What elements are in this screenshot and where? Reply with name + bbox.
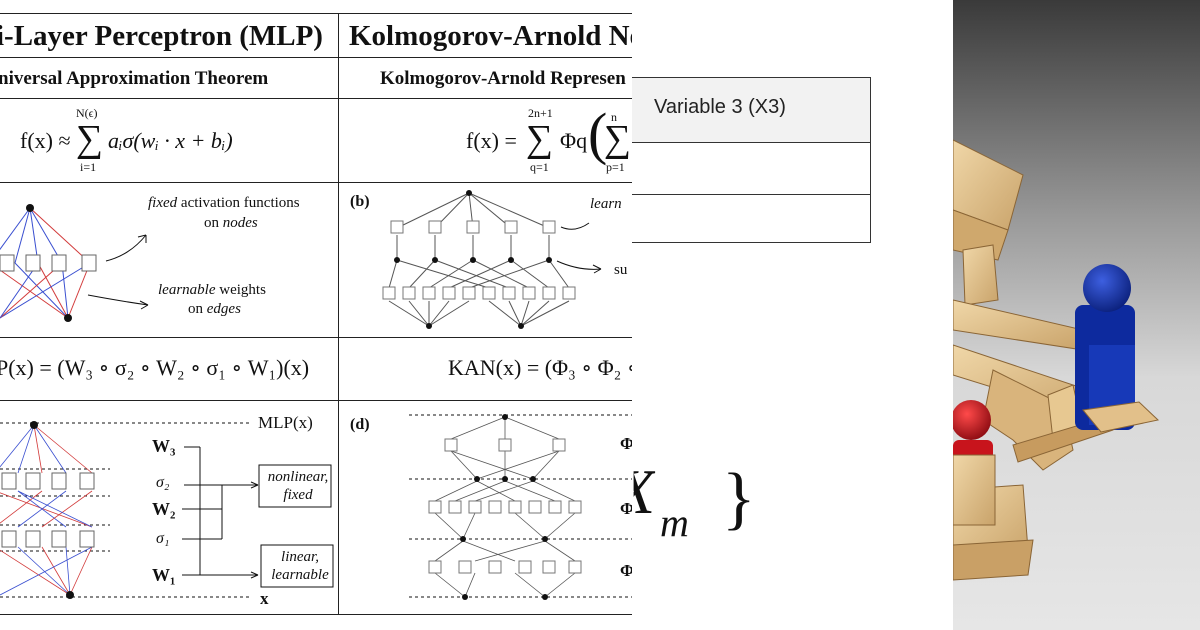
mlp-layer-label-w2: W₂ (152, 499, 176, 519)
mlp-box-linear-line2: learnable (271, 567, 329, 583)
kan-sum-outer-sign: ∑ (526, 118, 554, 160)
kan-sum-inner-sign: ∑ (604, 118, 632, 160)
red-figure-head (953, 400, 991, 440)
kan-column-title: Kolmogorov-Arnold Ne (349, 20, 632, 52)
mlp-box-nonlinear-line2: fixed (283, 487, 313, 503)
kan-composition-formula: KAN(x) = (Φ₃ ∘ Φ₂ ∘ (448, 355, 632, 380)
table-rule (0, 337, 632, 338)
wooden-toy-photo (953, 0, 1200, 630)
table-rule (0, 182, 632, 183)
mlp-kan-comparison-table: i-Layer Perceptron (MLP) Kolmogorov-Arno… (0, 13, 632, 615)
table-rule (0, 57, 632, 58)
variable-table-header: Variable 3 (X3) (632, 78, 870, 143)
mlp-column-title: i-Layer Perceptron (MLP) (0, 20, 323, 52)
kan-sum-outer-upper: 2n+1 (528, 106, 553, 120)
math-closing-brace: } (722, 460, 756, 537)
variable-table: Variable 3 (X3) (632, 77, 871, 243)
kan-layer-label-phi1: Φ (620, 561, 632, 580)
kan-sum-inner-lower: p=1 (606, 160, 625, 174)
kan-layer-label-phi3: Φ (620, 434, 632, 453)
mlp-layer-label-sigma1: σ₁ (156, 530, 170, 547)
table-rule (0, 400, 632, 401)
mlp-sum-sign: ∑ (76, 118, 104, 160)
math-fragment: X m } (626, 455, 776, 565)
math-symbol: X (616, 456, 656, 527)
mlp-box-nonlinear-line1: nonlinear, (267, 469, 329, 485)
wooden-toy-photo-image (953, 0, 1200, 630)
table-rule-bottom (0, 614, 632, 615)
kan-panel-b-label: (b) (350, 193, 370, 210)
mlp-theorem-name: niversal Approximation Theorem (0, 68, 269, 89)
mlp-formula-lhs: f(x) ≈ (20, 128, 71, 153)
mlp-annotation-edges: on edges (188, 301, 241, 317)
column-divider (338, 13, 339, 614)
mlp-composition-formula: P(x) = (W₃ ∘ σ₂ ∘ W₂ ∘ σ₁ ∘ W₁)(x) (0, 355, 310, 380)
mlp-layer-label-w1: W₁ (152, 565, 176, 585)
kan-formula-lhs: f(x) = (466, 128, 517, 153)
mlp-sum-upper: N(ϵ) (76, 106, 98, 120)
kan-panel-b-annotation-top: learn (590, 196, 622, 212)
mlp-deep-network-diagram (0, 421, 334, 599)
mlp-sum-lower: i=1 (80, 160, 97, 174)
kan-sum-outer-lower: q=1 (530, 160, 549, 174)
variable-table-header-label: Variable 3 (X3) (654, 96, 786, 118)
mlp-layer-label-sigma2: σ₂ (156, 474, 170, 491)
kan-panel-d-label: (d) (350, 416, 370, 433)
math-subscript: m (660, 500, 689, 545)
variable-table-row (632, 195, 870, 243)
kan-theorem-name: Kolmogorov-Arnold Represen (380, 68, 626, 89)
mlp-input-label: x (260, 589, 269, 608)
kan-sum-inner-upper: n (611, 110, 617, 124)
table-rule-top (0, 13, 632, 14)
mlp-box-linear-line1: linear, (281, 549, 319, 565)
kan-phi-q: Φq (560, 128, 588, 153)
mlp-output-label: MLP(x) (258, 413, 313, 432)
kan-deep-network-diagram (409, 414, 632, 600)
kan-open-paren: ( (588, 101, 608, 166)
table-rule (0, 98, 632, 99)
variable-table-row (632, 143, 870, 195)
mlp-annotation-fixed: fixed activation functions (148, 195, 300, 211)
kan-shallow-network-diagram (382, 190, 602, 329)
kan-panel-b-annotation-bottom: su (614, 262, 628, 278)
blue-figure-head (1083, 264, 1131, 312)
mlp-annotation-learnable: learnable weights (158, 282, 266, 298)
mlp-annotation-nodes: on nodes (204, 215, 258, 231)
mlp-layer-label-w3: W₃ (152, 436, 176, 456)
mlp-formula-body: aᵢσ(wᵢ · x + bᵢ) (108, 128, 233, 153)
kan-layer-label-phi2: Φ (620, 499, 632, 518)
mlp-shallow-network-diagram (0, 204, 149, 322)
